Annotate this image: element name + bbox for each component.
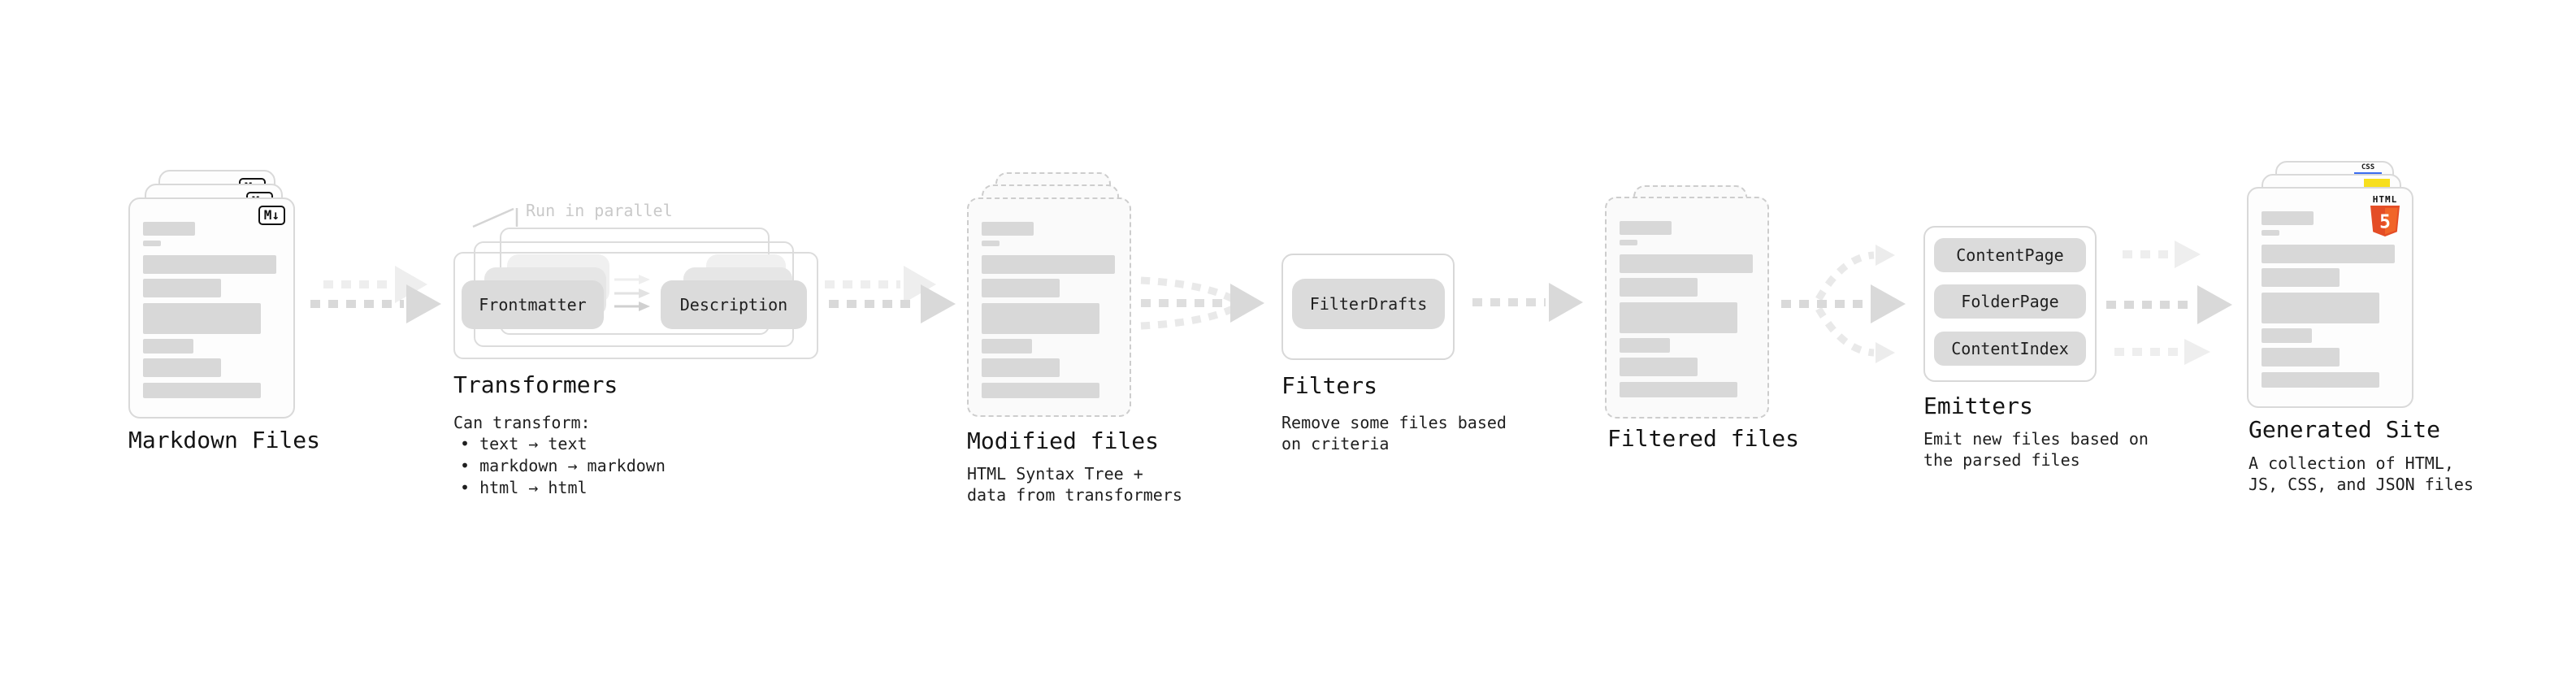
filtered-files-label: Filtered files — [1607, 425, 1800, 452]
html5-shield: 5 — [2370, 206, 2400, 236]
emitters-desc: Emit new files based on the parsed files — [1923, 429, 2149, 470]
generated-site-label: Generated Site — [2249, 416, 2441, 443]
emitters-card: ContentPage FolderPage ContentIndex — [1923, 226, 2097, 382]
description-box-label: Description — [679, 295, 788, 314]
html5-icon-number: 5 — [2379, 212, 2391, 233]
transform-bullet: • text → text — [460, 434, 588, 453]
transformer-card-front — [453, 252, 818, 359]
modified-files-stack — [967, 172, 1160, 417]
emitters-label: Emitters — [1923, 393, 2033, 419]
modified-file-card-front — [967, 197, 1131, 417]
frontmatter-box: Frontmatter — [462, 280, 604, 329]
css-icon-label: CSS — [2361, 163, 2375, 171]
filterdrafts-box: FilterDrafts — [1292, 279, 1445, 329]
transformers-bullet-list: • text → text • markdown → markdown • ht… — [460, 433, 666, 499]
filters-desc: Remove some files based on criteria — [1281, 413, 1507, 453]
contentindex-box-label: ContentIndex — [1951, 339, 2069, 358]
arrow-markdown-to-transformers — [310, 266, 441, 323]
file-skeleton — [982, 212, 1117, 398]
transformers-label: Transformers — [453, 371, 618, 398]
transform-bullet: • markdown → markdown — [460, 456, 666, 475]
transform-bullet: • html → html — [460, 478, 588, 497]
filters-label: Filters — [1281, 372, 1378, 399]
markdown-file-card-front: M↓ — [128, 197, 295, 419]
generated-site-desc: A collection of HTML, JS, CSS, and JSON … — [2249, 453, 2474, 494]
frontmatter-box-label: Frontmatter — [479, 295, 587, 314]
html5-icon-word: HTML — [2372, 194, 2398, 205]
description-box: Description — [661, 280, 807, 329]
html5-icon: HTML 5 — [2368, 195, 2402, 236]
generated-site-stack: CSS HTML 5 — [2247, 161, 2443, 408]
file-skeleton — [1620, 211, 1754, 397]
arrow-filtered-to-emitters-fan-out — [1781, 245, 1906, 363]
generated-file-card-html: HTML 5 — [2247, 187, 2413, 408]
contentindex-box: ContentIndex — [1934, 332, 2086, 366]
contentpage-box-label: ContentPage — [1956, 245, 2064, 265]
modified-files-desc: HTML Syntax Tree + data from transformer… — [967, 464, 1182, 505]
transformers-cluster: Frontmatter Description — [453, 228, 827, 362]
arrow-transformers-to-modified — [825, 266, 956, 323]
transformers-desc-title: Can transform: — [453, 413, 591, 432]
filtered-files-stack — [1605, 185, 1798, 419]
file-skeleton — [2262, 202, 2399, 388]
run-in-parallel-leader-line — [472, 207, 518, 228]
modified-files-label: Modified files — [967, 427, 1160, 454]
filterdrafts-box-label: FilterDrafts — [1309, 294, 1428, 314]
folderpage-box: FolderPage — [1934, 284, 2086, 319]
filters-card: FilterDrafts — [1281, 254, 1455, 360]
markdown-icon: M↓ — [258, 206, 285, 225]
folderpage-box-label: FolderPage — [1961, 292, 2059, 311]
run-in-parallel-note: Run in parallel — [526, 201, 673, 220]
file-skeleton — [143, 212, 280, 398]
arrow-filters-to-filtered — [1472, 283, 1583, 322]
markdown-files-stack: M↓ M↓ M↓ — [128, 170, 328, 420]
markdown-files-label: Markdown Files — [128, 427, 321, 453]
arrows-emitters-to-generated — [2106, 241, 2232, 365]
contentpage-box: ContentPage — [1934, 238, 2086, 272]
filtered-file-card-front — [1605, 197, 1769, 419]
